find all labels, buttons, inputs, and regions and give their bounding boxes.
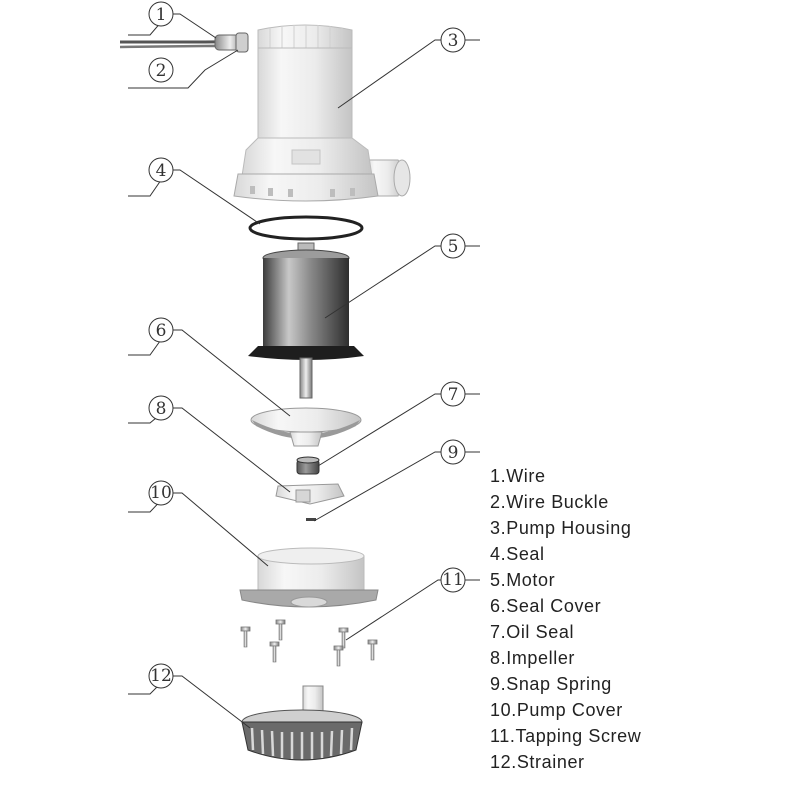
tapping-screw	[338, 627, 349, 649]
callout-2-label: 2	[156, 61, 167, 81]
pump-cover	[239, 547, 379, 608]
tapping-screw	[240, 626, 251, 648]
callout-1: 1	[148, 1, 174, 27]
legend-item: 10.Pump Cover	[490, 700, 623, 720]
callout-8-label: 8	[156, 399, 167, 419]
callout-9-label: 9	[448, 443, 459, 463]
callout-6-label: 6	[156, 321, 167, 341]
callout-4: 4	[148, 157, 174, 183]
callout-9: 9	[440, 439, 466, 465]
callout-5: 5	[440, 233, 466, 259]
callout-10: 10	[148, 480, 174, 506]
callout-8: 8	[148, 395, 174, 421]
legend-item: 3.Pump Housing	[490, 518, 632, 538]
legend-item: 2.Wire Buckle	[490, 492, 609, 512]
motor	[248, 242, 364, 399]
callout-1-label: 1	[156, 5, 167, 25]
callout-11-label: 11	[442, 570, 464, 590]
legend-item: 11.Tapping Screw	[490, 726, 642, 746]
legend-item: 1.Wire	[490, 466, 546, 486]
callout-3: 3	[440, 27, 466, 53]
legend-item: 6.Seal Cover	[490, 596, 602, 616]
callout-6: 6	[148, 317, 174, 343]
impeller	[275, 483, 345, 505]
tapping-screws	[240, 619, 378, 667]
tapping-screw	[333, 645, 344, 667]
callout-12-label: 12	[150, 666, 172, 686]
callout-7-label: 7	[448, 385, 459, 405]
callout-3-label: 3	[448, 31, 459, 51]
callout-7: 7	[440, 381, 466, 407]
tapping-screw	[367, 639, 378, 661]
callout-11: 11	[440, 567, 466, 593]
tapping-screw	[275, 619, 286, 641]
callout-5-label: 5	[448, 237, 459, 257]
callout-2: 2	[148, 57, 174, 83]
seal-cover	[250, 407, 362, 447]
legend-item: 5.Motor	[490, 570, 556, 590]
snap-spring	[306, 518, 316, 521]
legend-item: 9.Snap Spring	[490, 674, 612, 694]
callout-12: 12	[148, 663, 174, 689]
callout-4-label: 4	[156, 161, 167, 181]
legend-item: 7.Oil Seal	[490, 622, 575, 642]
parts-legend: 1.Wire 2.Wire Buckle 3.Pump Housing 4.Se…	[490, 463, 641, 775]
strainer	[241, 685, 363, 761]
oil-seal	[296, 456, 320, 475]
callouts: 1 2 3 4 5 6 7 8	[148, 1, 466, 689]
wire-buckle	[214, 32, 249, 53]
callout-10-label: 10	[150, 483, 172, 503]
legend-item: 8.Impeller	[490, 648, 576, 668]
legend-item: 12.Strainer	[490, 752, 585, 772]
legend-item: 4.Seal	[490, 544, 545, 564]
tapping-screw	[269, 641, 280, 663]
seal-ring	[248, 215, 364, 241]
pump-housing	[233, 24, 411, 202]
